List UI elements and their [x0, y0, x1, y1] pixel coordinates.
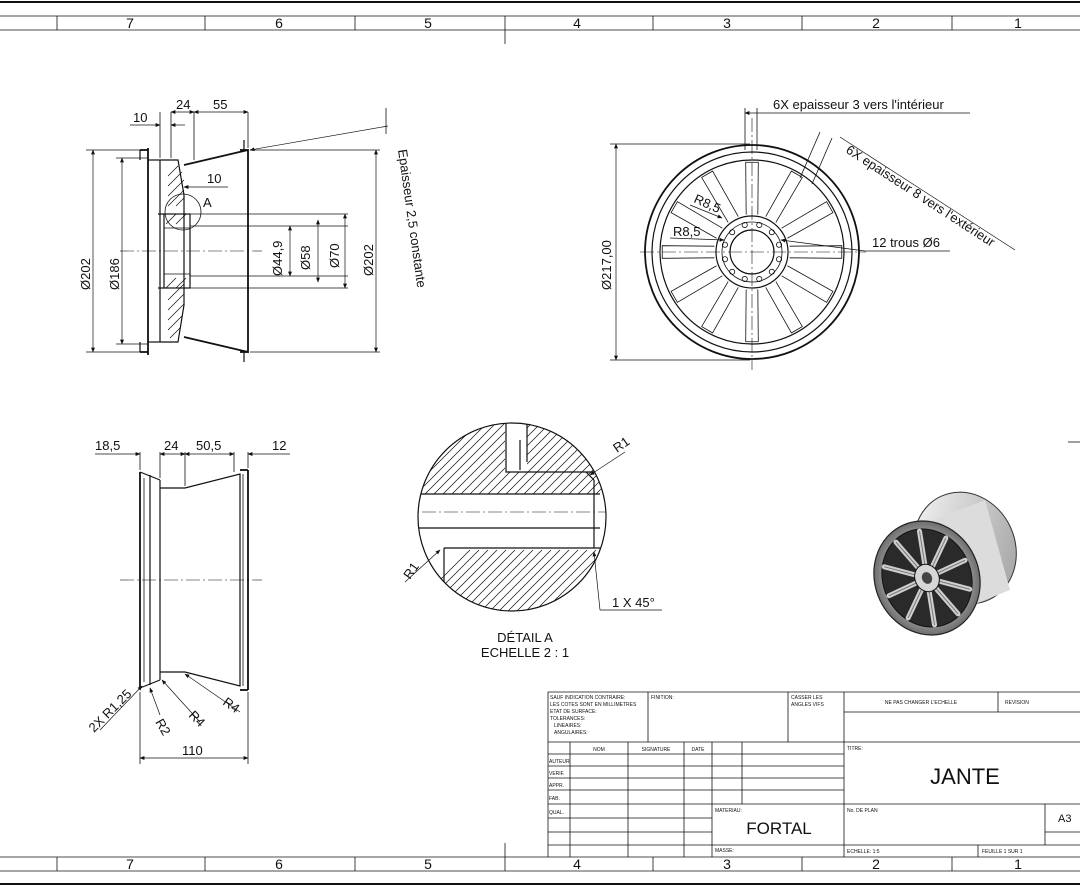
zone-bottom-1: 1 [1014, 856, 1022, 872]
detail-chamfer: 1 X 45° [612, 595, 655, 610]
front-view-annotations: 10 24 55 10 A Ø202 Ø186 Ø44,9 Ø58 Ø70 Ø2… [78, 97, 429, 290]
break-edges-2: ANGLES VIFS [791, 702, 824, 708]
col-date: DATE [692, 747, 706, 753]
col-nom: NOM [593, 747, 605, 753]
material-value: FORTAL [746, 819, 812, 838]
zone-top-1: 1 [1014, 15, 1022, 31]
format-value: A3 [1058, 813, 1071, 825]
dim-110: 110 [182, 743, 203, 758]
dim-24-low: 24 [164, 438, 178, 453]
detail-scale: ECHELLE 2 : 1 [481, 645, 569, 660]
title-block: SAUF INDICATION CONTRAIRE: LES COTES SON… [547, 691, 1080, 857]
note-line-3: ETAT DE SURFACE: [550, 709, 597, 715]
note-line-4: TOLERANCES: [550, 716, 585, 722]
detail-title: DÉTAIL A [497, 630, 553, 645]
drawing-no-label: No. DE PLAN [847, 808, 878, 814]
mass-label: MASSE: [715, 848, 734, 854]
note-line-5: LINEAIRES: [554, 723, 582, 729]
note-inner-thickness: 6X epaisseur 3 vers l'intérieur [773, 97, 945, 112]
dim-18-5: 18,5 [95, 438, 120, 453]
drawing-title: JANTE [930, 764, 1000, 789]
row-verif: VERIF. [549, 771, 565, 777]
row-qual: QUAL. [549, 810, 564, 816]
profile-view [95, 452, 290, 764]
dim-24-top: 24 [176, 97, 190, 112]
dim-10-inner: 10 [207, 171, 221, 186]
detail-r1-top: R1 [610, 434, 632, 456]
row-fab: FAB. [549, 796, 560, 802]
note-line-6: ANGULAIRES: [554, 730, 588, 736]
no-scale-note: NE PAS CHANGER L'ECHELLE [885, 700, 958, 706]
row-appr: APPR. [549, 783, 564, 789]
wheel-isometric-render [873, 491, 1017, 636]
zone-bottom-2: 2 [872, 856, 880, 872]
radius-2x-1-25: 2X R1,25 [86, 686, 135, 735]
zone-ticks [56, 16, 953, 871]
zone-labels: 7 6 5 4 3 2 1 7 6 5 4 3 2 1 [126, 15, 1022, 872]
dim-55-top: 55 [213, 97, 227, 112]
dia-186: Ø186 [107, 258, 122, 290]
note-holes: 12 trous Ø6 [872, 235, 940, 250]
dim-10-top: 10 [133, 110, 147, 125]
material-label: MATERIAU: [715, 808, 742, 814]
dia-217: Ø217,00 [599, 240, 614, 290]
revision-label: REVISION [1005, 700, 1029, 706]
zone-bottom-7: 7 [126, 856, 134, 872]
sheet-value: FEUILLE 1 SUR 1 [982, 849, 1023, 855]
title-label: TITRE: [847, 746, 863, 752]
detail-ref-a: A [203, 195, 212, 210]
zone-top-7: 7 [126, 15, 134, 31]
zone-bottom-6: 6 [275, 856, 283, 872]
zone-top-5: 5 [424, 15, 432, 31]
radius-r4-inner: R4 [186, 708, 208, 730]
zone-bottom-3: 3 [723, 856, 731, 872]
dim-12: 12 [272, 438, 286, 453]
radius-8-5-lower: R8,5 [673, 224, 700, 239]
note-line-2: LES COTES SONT EN MILLIMETRES [550, 702, 637, 708]
detail-a: R1 R1 1 X 45° DÉTAIL A ECHELLE 2 : 1 [400, 422, 662, 660]
zone-top-3: 3 [723, 15, 731, 31]
dia-202-left: Ø202 [78, 258, 93, 290]
front-section-view [86, 108, 389, 362]
zone-top-6: 6 [275, 15, 283, 31]
note-outer-thickness: 6X epaisseur 8 vers l'extérieur [843, 142, 998, 250]
radius-r2: R2 [152, 716, 173, 738]
profile-annotations: 18,5 24 50,5 12 2X R1,25 R2 R4 R4 110 [86, 438, 287, 758]
note-thickness: Epaisseur 2,5 constante [395, 148, 429, 288]
dia-44-9: Ø44,9 [270, 241, 285, 276]
finish-label: FINITION: [651, 695, 674, 701]
dia-58: Ø58 [298, 245, 313, 270]
col-signature: SIGNATURE [642, 747, 671, 753]
radius-r4-outer: R4 [220, 694, 242, 716]
scale-value: ECHELLE: 1:5 [847, 849, 880, 855]
dia-202-right: Ø202 [361, 244, 376, 276]
zone-top-2: 2 [872, 15, 880, 31]
row-auteur: AUTEUR [549, 759, 570, 765]
break-edges-1: CASSER LES [791, 695, 823, 701]
zone-bottom-4: 4 [573, 856, 581, 872]
dim-50-5: 50,5 [196, 438, 221, 453]
dia-70: Ø70 [327, 243, 342, 268]
wheel-face-view [610, 108, 1016, 370]
note-line-1: SAUF INDICATION CONTRAIRE: [550, 695, 625, 701]
zone-bottom-5: 5 [424, 856, 432, 872]
zone-top-4: 4 [573, 15, 581, 31]
detail-r1-bottom: R1 [400, 559, 422, 581]
wheel-face-annotations: 6X epaisseur 3 vers l'intérieur 6X epais… [599, 97, 998, 290]
